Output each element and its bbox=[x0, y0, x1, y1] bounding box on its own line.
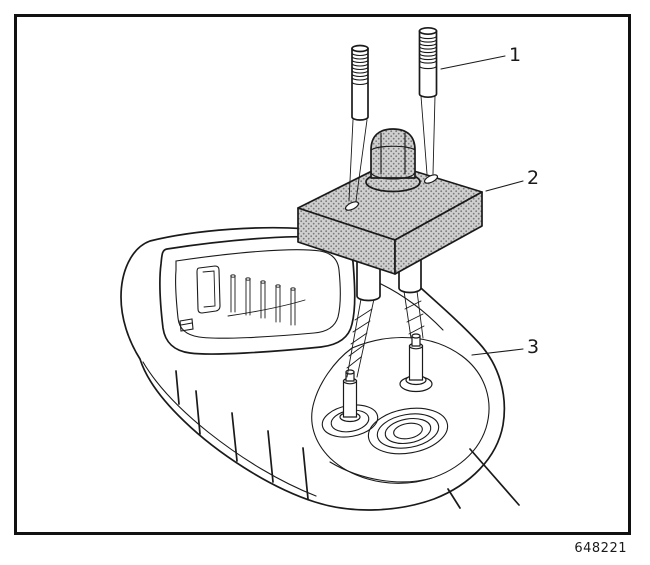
projection-lines-lower bbox=[346, 290, 425, 378]
bore-rings bbox=[367, 407, 449, 455]
figure-number: 648221 bbox=[574, 541, 627, 556]
housing-illustration bbox=[120, 226, 520, 511]
callout-2: 2 bbox=[527, 167, 540, 189]
leader-lines bbox=[440, 55, 524, 356]
housing-fins bbox=[175, 370, 520, 509]
leader-line-1 bbox=[440, 55, 506, 70]
figure-border bbox=[14, 14, 631, 535]
tool-bolt bbox=[365, 128, 421, 193]
projection-lines-upper bbox=[348, 95, 436, 202]
callout-1: 1 bbox=[509, 44, 522, 66]
leader-line-3 bbox=[471, 348, 524, 356]
callout-3: 3 bbox=[527, 336, 540, 358]
stud-left bbox=[351, 44, 369, 121]
leader-line-2 bbox=[485, 180, 524, 192]
alignment-tool-block bbox=[297, 128, 483, 275]
stud-right bbox=[418, 26, 438, 99]
housing-stud-left bbox=[339, 369, 361, 423]
cavity-details bbox=[179, 265, 306, 332]
housing-stud-right bbox=[399, 333, 433, 393]
